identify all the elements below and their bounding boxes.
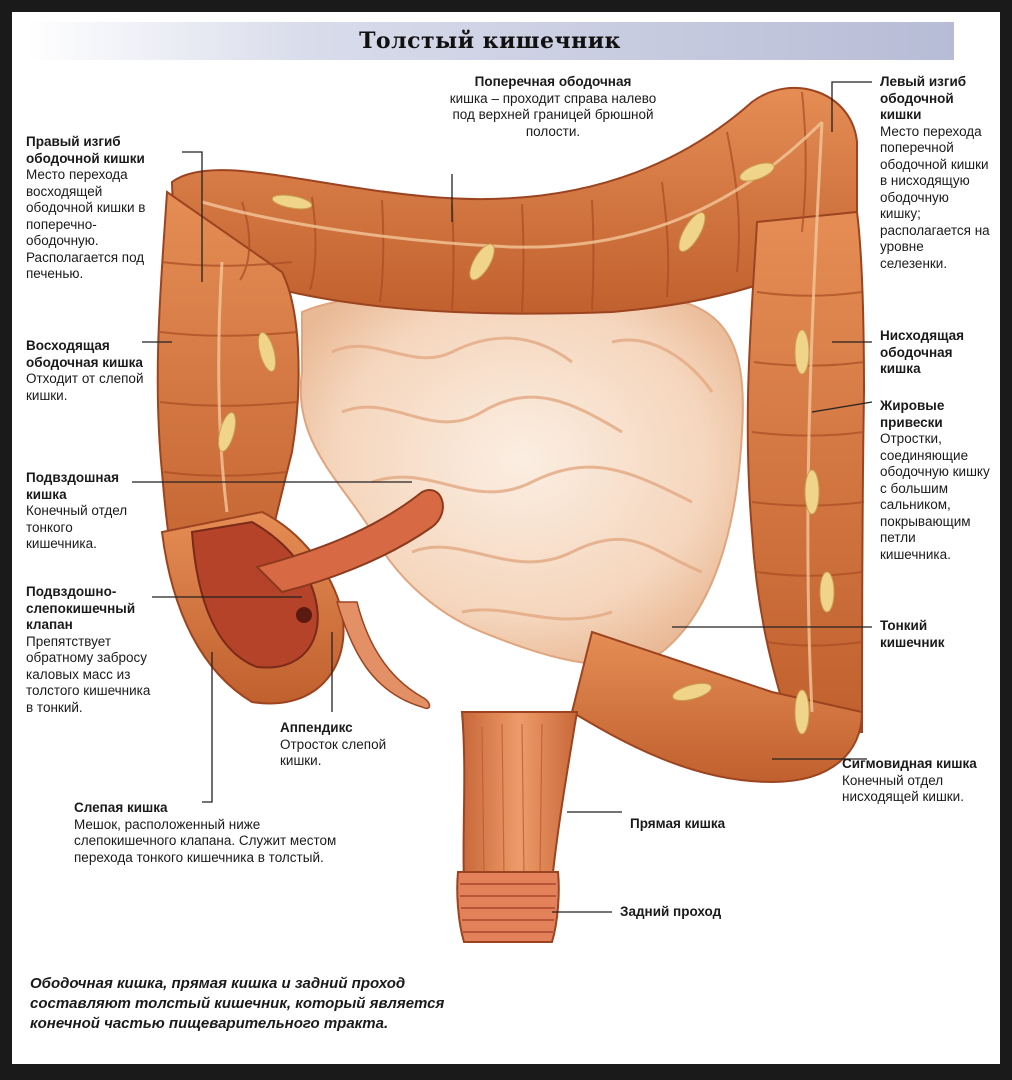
fat-appendages xyxy=(217,162,835,735)
label-left-colic-flexure: Левый изгиб ободочной кишки Место перехо… xyxy=(880,74,990,272)
label-description: Препятствует обратному забросу каловых м… xyxy=(26,633,151,715)
label-transverse-colon: Поперечная ободочная кишка – проходит сп… xyxy=(448,74,658,140)
label-heading: Прямая кишка xyxy=(630,816,726,831)
label-heading: Жировые привески xyxy=(880,398,945,430)
anal-rings xyxy=(460,883,556,933)
label-description: Мешок, расположенный ниже слепокишечного… xyxy=(74,816,337,865)
rectum-folds xyxy=(481,723,543,878)
label-heading: Задний проход xyxy=(620,904,722,919)
caption: Ободочная кишка, прямая кишка и задний п… xyxy=(30,975,445,1032)
label-description: кишка – проходит справа налево под верхн… xyxy=(449,90,657,139)
label-heading: Нисходящая ободочная кишка xyxy=(880,328,965,376)
descending-colon xyxy=(746,210,866,733)
label-heading: Подвздошная кишка xyxy=(26,470,119,502)
label-ileocecal-valve: Подвздошно-слепокишечный клапан Препятст… xyxy=(26,584,156,716)
title-banner: Толстый кишечник xyxy=(26,22,954,60)
label-description: Отросток слепой кишки. xyxy=(280,736,387,769)
large-intestine-illustration xyxy=(132,81,873,943)
label-heading: Сигмовидная кишка xyxy=(842,756,977,771)
rectum xyxy=(460,711,579,883)
label-heading: Тонкий кишечник xyxy=(880,618,945,650)
anal-canal xyxy=(456,871,560,943)
label-heading: Подвздошно-слепокишечный клапан xyxy=(26,584,136,632)
small-intestine-loops xyxy=(331,336,714,621)
label-heading: Поперечная ободочная xyxy=(474,74,632,89)
label-descending-colon: Нисходящая ободочная кишка xyxy=(880,328,990,378)
label-right-colic-flexure: Правый изгиб ободочной кишки Место перех… xyxy=(26,134,166,283)
label-appendix: Аппендикс Отросток слепой кишки. xyxy=(280,720,410,770)
page-title: Толстый кишечник xyxy=(359,28,621,54)
label-description: Место перехода поперечной ободочной кишк… xyxy=(880,123,990,271)
page: Толстый кишечник xyxy=(12,12,1000,1064)
label-description: Конечный отдел тонкого кишечника. xyxy=(26,503,128,551)
ileocecal-valve-opening xyxy=(296,607,312,623)
label-heading: Левый изгиб ободочной кишки xyxy=(880,74,967,122)
label-heading: Слепая кишка xyxy=(74,800,168,815)
leader-lines xyxy=(132,81,873,913)
label-heading: Восходящая ободочная кишка xyxy=(26,338,143,370)
label-anus: Задний проход xyxy=(620,904,760,921)
appendix xyxy=(335,601,431,709)
label-heading: Аппендикс xyxy=(280,720,353,735)
label-description: Место перехода восходящей ободочной кишк… xyxy=(26,167,146,281)
label-description: Отходит от слепой кишки. xyxy=(26,371,144,403)
label-heading: Правый изгиб ободочной кишки xyxy=(26,134,145,166)
label-description: Конечный отдел нисходящей кишки. xyxy=(842,772,964,805)
label-ascending-colon: Восходящая ободочная кишка Отходит от сл… xyxy=(26,338,146,404)
ileum xyxy=(255,489,444,594)
label-rectum: Прямая кишка xyxy=(630,816,770,833)
label-sigmoid-colon: Сигмовидная кишка Конечный отдел нисходя… xyxy=(842,756,982,806)
label-cecum: Слепая кишка Мешок, расположенный ниже с… xyxy=(74,800,344,866)
label-small-intestine: Тонкий кишечник xyxy=(880,618,990,651)
label-description: Отростки, соединяющие ободочную кишку с … xyxy=(880,431,990,562)
label-ileum: Подвздошная кишка Конечный отдел тонкого… xyxy=(26,470,146,553)
label-fat-appendages: Жировые привески Отростки, соединяющие о… xyxy=(880,398,990,563)
sigmoid-colon xyxy=(570,630,864,784)
